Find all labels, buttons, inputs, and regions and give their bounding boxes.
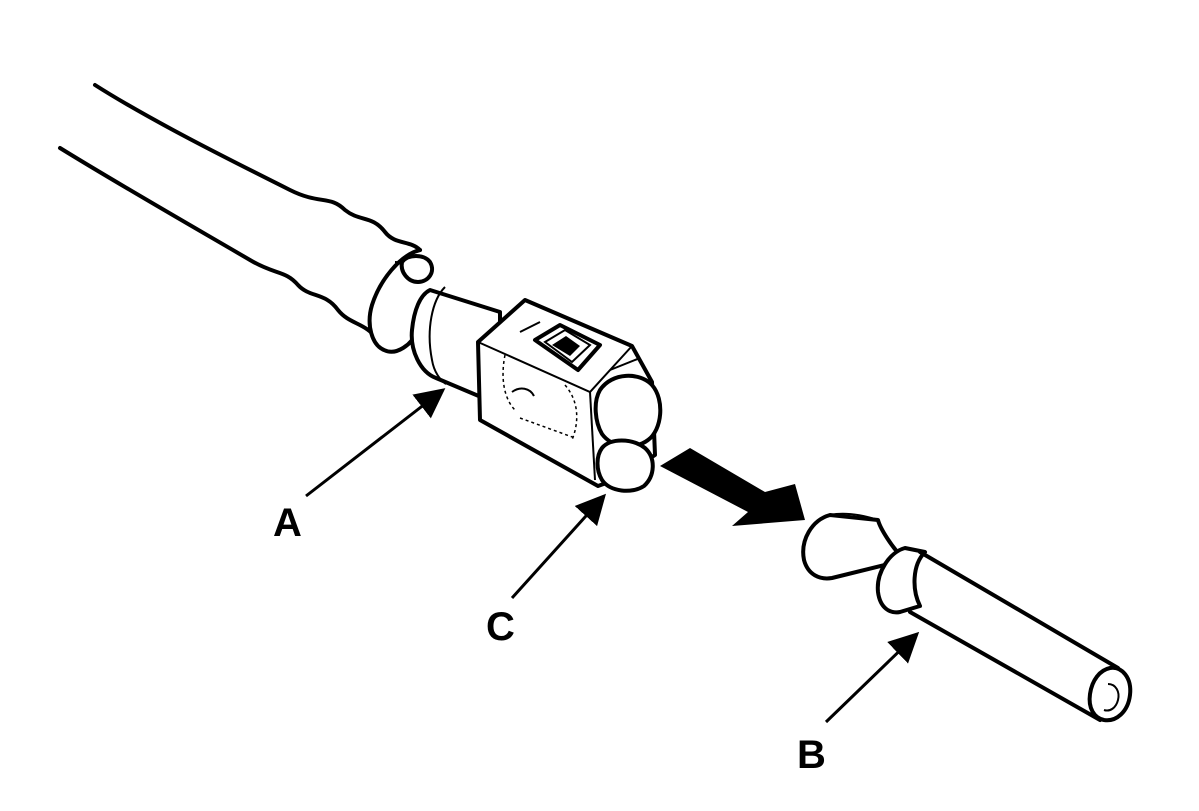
pipe-b — [801, 512, 1133, 723]
label-a: A — [273, 501, 302, 545]
label-c: C — [486, 605, 515, 649]
retainer-clip-c — [476, 298, 663, 493]
label-b: B — [797, 733, 826, 777]
leader-a — [305, 388, 446, 498]
leader-b — [824, 631, 920, 724]
hose-a — [58, 83, 435, 354]
arrow-right-down-icon — [660, 448, 805, 526]
leader-c — [510, 493, 607, 600]
